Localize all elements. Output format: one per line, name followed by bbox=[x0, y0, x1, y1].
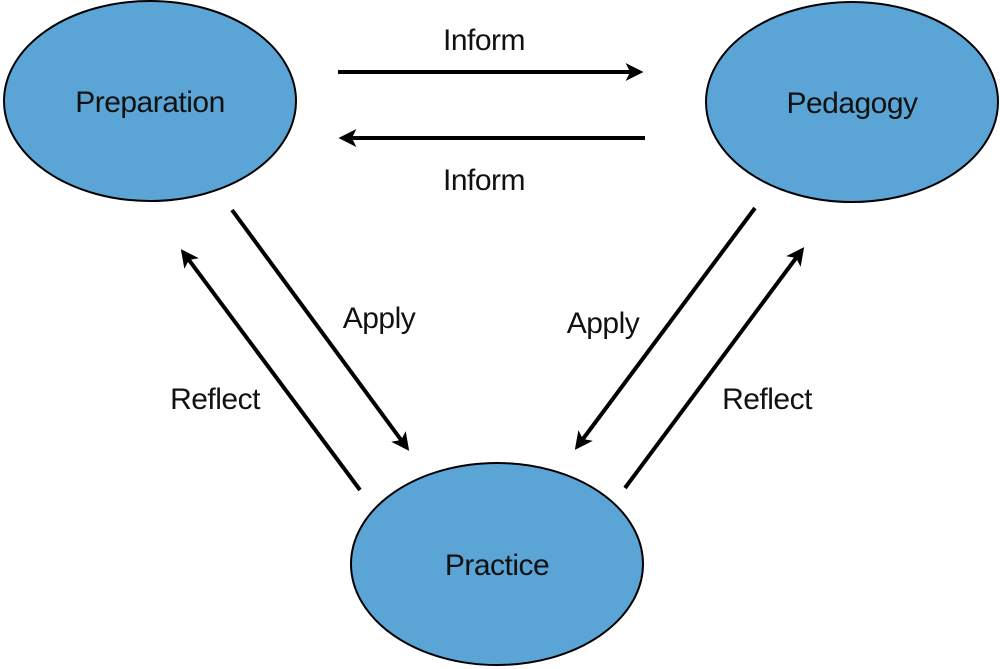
practice-label: Practice bbox=[445, 549, 549, 582]
preparation-label: Preparation bbox=[75, 86, 225, 119]
label-reflect-left: Reflect bbox=[170, 383, 261, 416]
pedagogy-label: Pedagogy bbox=[786, 87, 918, 120]
node-preparation: Preparation bbox=[3, 0, 297, 202]
label-reflect-right: Reflect bbox=[722, 383, 813, 416]
node-pedagogy: Pedagogy bbox=[705, 1, 999, 203]
node-practice: Practice bbox=[350, 462, 644, 666]
edge-reflect-practice-to-prep bbox=[180, 249, 362, 492]
edge-reflect-practice-to-pedagogy bbox=[623, 247, 805, 490]
edge-apply-pedagogy-to-practice bbox=[574, 206, 757, 450]
label-apply-right: Apply bbox=[567, 307, 640, 340]
pedagogy-ellipse bbox=[705, 1, 999, 203]
label-inform-top: Inform bbox=[443, 24, 525, 57]
label-apply-left: Apply bbox=[343, 302, 416, 335]
preparation-ellipse bbox=[3, 0, 297, 202]
practice-ellipse bbox=[350, 462, 644, 666]
label-inform-bottom: Inform bbox=[443, 164, 525, 197]
edge-apply-prep-to-practice bbox=[230, 208, 410, 451]
